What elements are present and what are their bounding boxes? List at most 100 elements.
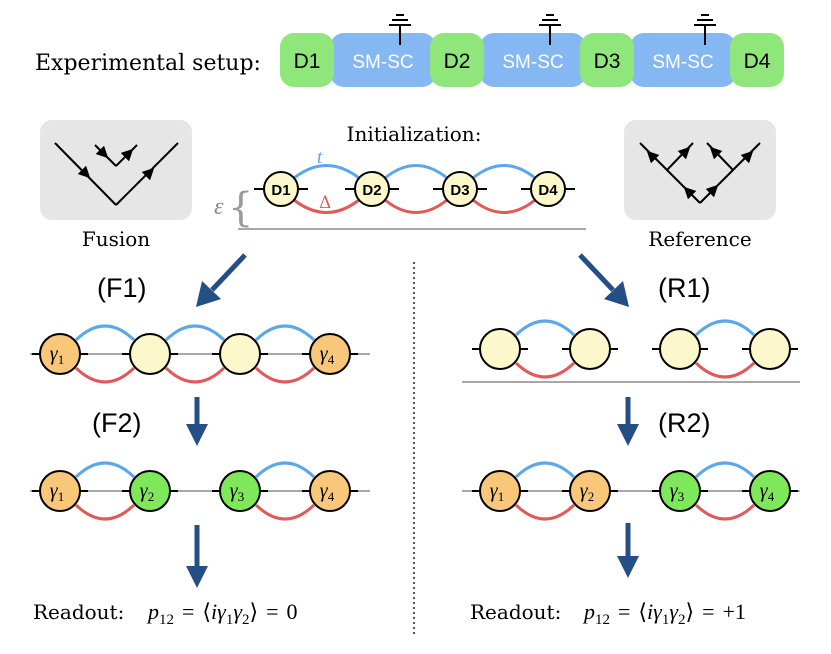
f1-node-4 bbox=[309, 333, 351, 375]
init-hopping-arc-1 bbox=[293, 164, 360, 180]
fusion-readout-formula: p12=⟨iγ1γ2⟩=0 bbox=[146, 599, 298, 628]
ground-icon-3 bbox=[694, 14, 716, 45]
f2-pairing-arc-1 bbox=[74, 503, 136, 521]
step-r2-label: (R2) bbox=[658, 408, 711, 438]
f2-hopping-arc-1 bbox=[74, 461, 136, 479]
r1-hopping-arc-2 bbox=[694, 319, 756, 337]
setup-dot-d2 bbox=[430, 33, 484, 87]
flow-arrows bbox=[186, 253, 639, 588]
f2-node-4 bbox=[309, 470, 351, 512]
init-node-label-2: D2 bbox=[362, 182, 381, 199]
f2-majorana-label-2: γ2 bbox=[140, 480, 154, 504]
step-f1-label: (F1) bbox=[97, 273, 147, 303]
sm-sc-section-2 bbox=[480, 33, 586, 87]
r2-node-4 bbox=[749, 470, 791, 512]
reference-tree-background bbox=[624, 120, 776, 220]
step-f2-label: (F2) bbox=[92, 408, 142, 438]
r2-node-3 bbox=[659, 470, 701, 512]
f2-node-1 bbox=[39, 470, 81, 512]
f2-node-2 bbox=[129, 470, 171, 512]
hopping-label: t bbox=[317, 147, 323, 168]
init-node-1 bbox=[263, 171, 299, 207]
setup-dot-label-d1: D1 bbox=[294, 50, 321, 73]
f1-chain: γ1 γ4 bbox=[30, 324, 370, 384]
reference-tree-icon bbox=[639, 142, 761, 204]
sm-sc-section-1 bbox=[330, 33, 436, 87]
initialization: Initialization: ε { t Δ D1 D2 D3 D4 bbox=[214, 122, 586, 231]
init-pairing-arc-2 bbox=[384, 198, 448, 214]
ground-icon-1 bbox=[389, 14, 411, 45]
f2-hopping-arc-2 bbox=[254, 461, 316, 479]
step-r1-label: (R1) bbox=[658, 273, 711, 303]
f1-pairing-arc-1 bbox=[74, 366, 136, 384]
r2-hopping-arc-1 bbox=[514, 461, 576, 479]
f1-node-3 bbox=[219, 333, 261, 375]
init-node-2 bbox=[354, 171, 390, 207]
setup-dot-label-d2: D2 bbox=[444, 50, 471, 73]
setup-dot-label-d3: D3 bbox=[594, 50, 621, 73]
fusion-readout: Readout: p12=⟨iγ1γ2⟩=0 bbox=[33, 599, 298, 628]
r1-node-4 bbox=[749, 328, 791, 370]
r2-node-2 bbox=[569, 470, 611, 512]
ground-icon-2 bbox=[539, 14, 561, 45]
init-pairing-arc-1 bbox=[293, 198, 360, 214]
f2-majorana-label-1: γ1 bbox=[50, 480, 64, 504]
initialization-title: Initialization: bbox=[347, 122, 482, 146]
init-chain: D1 D2 D3 D4 bbox=[254, 164, 575, 214]
init-node-3 bbox=[442, 171, 478, 207]
arrow-fusion-readout bbox=[186, 525, 208, 588]
reference-readout-formula: p12=⟨iγ1γ2⟩=+1 bbox=[582, 599, 746, 628]
r1-hopping-arc-1 bbox=[514, 319, 576, 337]
init-hopping-arc-3 bbox=[472, 164, 536, 180]
setup-dot-label-d4: D4 bbox=[744, 50, 771, 73]
f2-majorana-label-4: γ4 bbox=[320, 480, 335, 504]
init-pairing-arc-3 bbox=[472, 198, 536, 214]
r2-pairing-arc-1 bbox=[514, 503, 576, 521]
fusion-readout-label: Readout: bbox=[33, 600, 124, 624]
init-hopping-arc-2 bbox=[384, 164, 448, 180]
f1-pairing-arc-3 bbox=[254, 366, 316, 384]
r1-pairing-arc-2 bbox=[694, 361, 756, 379]
f1-node-1 bbox=[39, 333, 81, 375]
r1-pairing-arc-1 bbox=[514, 361, 576, 379]
fusion-label: Fusion bbox=[82, 227, 150, 251]
reference-panel: Reference bbox=[624, 120, 776, 251]
fusion-tree-background bbox=[40, 120, 192, 220]
arrow-reference-diagonal bbox=[578, 253, 629, 307]
f1-hopping-arc-1 bbox=[74, 324, 136, 342]
r1-node-2 bbox=[569, 328, 611, 370]
r2-hopping-arc-2 bbox=[694, 461, 756, 479]
arrow-fusion-diagonal bbox=[196, 253, 247, 307]
experimental-setup: Experimental setup: D1 D2 D3 D4 SM-SC SM… bbox=[35, 14, 784, 87]
f2-node-3 bbox=[219, 470, 261, 512]
r2-majorana-label-1: γ1 bbox=[490, 480, 504, 504]
r2-node-1 bbox=[479, 470, 521, 512]
fusion-panel: Fusion bbox=[40, 120, 192, 251]
f1-majorana-label-1: γ1 bbox=[50, 343, 64, 367]
f2-pairing-arc-2 bbox=[254, 503, 316, 521]
f1-hopping-arc-3 bbox=[254, 324, 316, 342]
reference-label: Reference bbox=[648, 227, 751, 251]
r1-node-3 bbox=[659, 328, 701, 370]
fusion-tree-icon bbox=[54, 142, 179, 206]
r1-node-1 bbox=[479, 328, 521, 370]
pairing-label: Δ bbox=[319, 193, 331, 213]
setup-dot-d1 bbox=[280, 33, 334, 87]
energy-brace: { bbox=[228, 185, 253, 231]
init-node-4 bbox=[530, 171, 566, 207]
f1-majorana-label-4: γ4 bbox=[320, 343, 335, 367]
arrow-fusion-f2 bbox=[186, 397, 208, 446]
arrow-reference-r2 bbox=[617, 397, 639, 446]
f2-majorana-label-3: γ3 bbox=[230, 480, 244, 504]
r2-majorana-label-2: γ2 bbox=[580, 480, 594, 504]
energy-label: ε bbox=[214, 194, 224, 220]
setup-dot-d3 bbox=[580, 33, 634, 87]
init-node-label-3: D3 bbox=[450, 182, 469, 199]
init-node-label-4: D4 bbox=[538, 182, 558, 199]
sm-sc-label-2: SM-SC bbox=[502, 52, 563, 73]
r2-majorana-label-4: γ4 bbox=[760, 480, 775, 504]
setup-dot-d4 bbox=[730, 33, 784, 87]
init-node-label-1: D1 bbox=[271, 182, 290, 199]
